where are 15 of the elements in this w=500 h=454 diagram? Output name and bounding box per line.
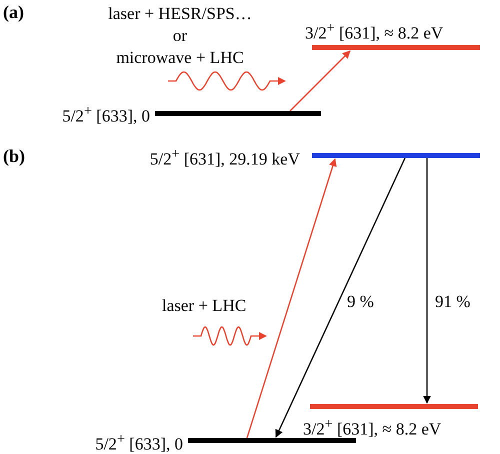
level-label: 5/2$^{+}$ [633], 0	[62, 102, 150, 127]
panel-label: (a)	[3, 2, 24, 22]
excitation-label: laser + HESR/SPS…	[108, 4, 252, 24]
transition-arrow	[275, 158, 406, 438]
level-label: 5/2$^{+}$ [631], 29.19 keV	[150, 145, 300, 170]
excitation-label: microwave + LHC	[116, 48, 244, 68]
level-label: 3/2$^{+}$ [631], ≈ 8.2 eV	[303, 415, 442, 440]
excitation-label: or	[172, 26, 188, 46]
transition-arrow	[290, 50, 351, 112]
excitation-label: laser + LHC	[162, 296, 246, 316]
transition-arrow	[423, 158, 431, 404]
transition-arrow	[246, 158, 337, 438]
panel-label: (b)	[3, 146, 25, 166]
level-label: 5/2$^{+}$ [633], 0	[95, 430, 183, 454]
level-label: 3/2$^{+}$ [631], ≈ 8.2 eV	[305, 19, 444, 44]
